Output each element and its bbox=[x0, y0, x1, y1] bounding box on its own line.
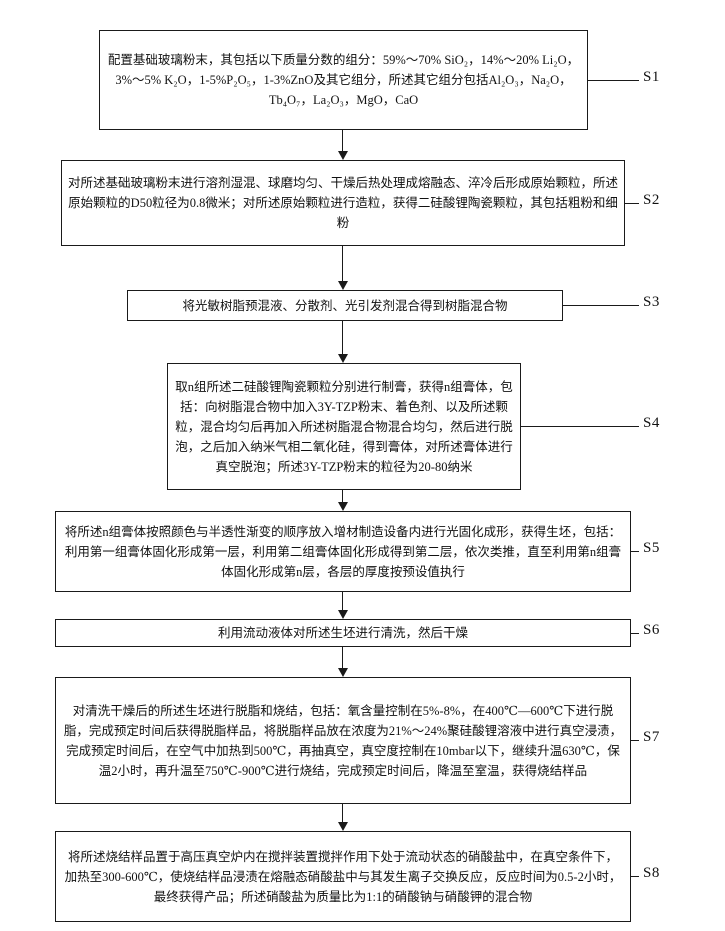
down-arrow-head-6 bbox=[338, 668, 348, 677]
step-label-s8: S8 bbox=[643, 865, 660, 881]
down-arrow-line-5 bbox=[342, 592, 343, 611]
step-label-s7: S7 bbox=[643, 729, 660, 745]
label-connector-line-s6 bbox=[631, 633, 639, 634]
down-arrow-line-3 bbox=[342, 321, 343, 355]
label-connector-line-s5 bbox=[631, 551, 639, 552]
process-text-s3: 将光敏树脂预混液、分散剂、光引发剂混合得到树脂混合物 bbox=[182, 298, 508, 313]
process-text-s8: 将所述烧结样品置于高压真空炉内在搅拌装置搅拌作用下处于流动状态的硝酸盐中，在真空… bbox=[64, 849, 622, 904]
step-label-s3: S3 bbox=[643, 294, 660, 310]
process-box-s1: 配置基础玻璃粉末，其包括以下质量分数的组分：59%～70% SiO₂，14%～2… bbox=[99, 30, 588, 130]
down-arrow-head-5 bbox=[338, 610, 348, 619]
process-text-s1: 配置基础玻璃粉末，其包括以下质量分数的组分：59%～70% SiO₂，14%～2… bbox=[107, 53, 580, 107]
process-box-s3: 将光敏树脂预混液、分散剂、光引发剂混合得到树脂混合物 bbox=[127, 290, 563, 321]
process-box-s4: 取n组所述二硅酸锂陶瓷颗粒分别进行制膏，获得n组膏体，包括：向树脂混合物中加入3… bbox=[167, 363, 521, 490]
step-label-s5: S5 bbox=[643, 540, 660, 556]
process-text-s7: 对清洗干燥后的所述生坯进行脱脂和烧结，包括：氧含量控制在5%-8%，在400℃—… bbox=[63, 703, 623, 778]
process-text-s5: 将所述n组膏体按照颜色与半透性渐变的顺序放入增材制造设备内进行光固化成形，获得生… bbox=[64, 524, 622, 579]
process-box-s5: 将所述n组膏体按照颜色与半透性渐变的顺序放入增材制造设备内进行光固化成形，获得生… bbox=[55, 511, 631, 592]
label-connector-line-s1 bbox=[588, 80, 639, 81]
down-arrow-line-4 bbox=[342, 490, 343, 503]
process-text-s6: 利用流动液体对所述生坯进行清洗，然后干燥 bbox=[217, 626, 468, 640]
label-connector-line-s8 bbox=[631, 876, 639, 877]
step-label-s4: S4 bbox=[643, 415, 660, 431]
down-arrow-line-6 bbox=[342, 647, 343, 669]
label-connector-line-s2 bbox=[625, 203, 639, 204]
down-arrow-line-2 bbox=[342, 246, 343, 282]
process-text-s2: 对所述基础玻璃粉末进行溶剂湿混、球磨均匀、干燥后热处理成熔融态、淬冷后形成原始颗… bbox=[68, 176, 619, 230]
down-arrow-head-7 bbox=[338, 822, 348, 831]
down-arrow-line-1 bbox=[342, 130, 343, 152]
down-arrow-line-7 bbox=[342, 804, 343, 823]
step-label-s6: S6 bbox=[643, 622, 660, 638]
process-box-s2: 对所述基础玻璃粉末进行溶剂湿混、球磨均匀、干燥后热处理成熔融态、淬冷后形成原始颗… bbox=[61, 160, 625, 246]
down-arrow-head-3 bbox=[338, 354, 348, 363]
label-connector-line-s4 bbox=[521, 426, 639, 427]
step-label-s1: S1 bbox=[643, 69, 660, 85]
down-arrow-head-1 bbox=[338, 151, 348, 160]
down-arrow-head-2 bbox=[338, 281, 348, 290]
process-box-s7: 对清洗干燥后的所述生坯进行脱脂和烧结，包括：氧含量控制在5%-8%，在400℃—… bbox=[55, 677, 631, 804]
process-text-s4: 取n组所述二硅酸锂陶瓷颗粒分别进行制膏，获得n组膏体，包括：向树脂混合物中加入3… bbox=[175, 379, 513, 474]
step-label-s2: S2 bbox=[643, 192, 660, 208]
label-connector-line-s3 bbox=[563, 305, 639, 306]
label-connector-line-s7 bbox=[631, 740, 639, 741]
down-arrow-head-4 bbox=[338, 502, 348, 511]
process-box-s8: 将所述烧结样品置于高压真空炉内在搅拌装置搅拌作用下处于流动状态的硝酸盐中，在真空… bbox=[55, 831, 631, 922]
process-box-s6: 利用流动液体对所述生坯进行清洗，然后干燥 bbox=[55, 619, 631, 647]
